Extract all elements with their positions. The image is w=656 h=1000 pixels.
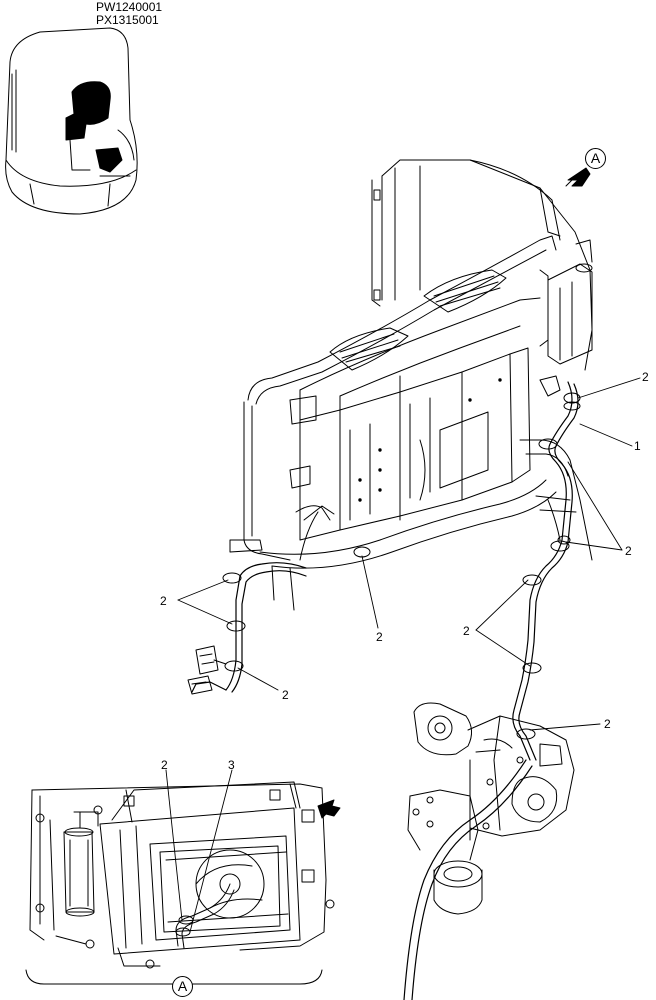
compressor <box>408 703 574 914</box>
drawing-ref-2: PX1315001 <box>96 13 159 27</box>
view-direction-arrow-detail <box>318 800 340 818</box>
receiver-drier <box>540 240 592 364</box>
callout-2: 2 <box>463 624 470 638</box>
callout-2: 2 <box>282 688 289 702</box>
vent-grille <box>330 270 506 370</box>
callout-2: 2 <box>160 594 167 608</box>
callout-2: 2 <box>604 717 611 731</box>
detail-view-a <box>26 782 334 984</box>
callout-2: 2 <box>625 544 632 558</box>
drain-hose <box>192 382 578 1000</box>
detail-view-a-label: A <box>172 976 193 997</box>
air-conditioner-housing <box>230 160 592 610</box>
drawing-ref-1: PW1240001 <box>96 0 163 14</box>
view-a-marker: A <box>585 148 606 169</box>
location-thumbnail <box>6 28 138 214</box>
view-direction-arrow <box>566 168 590 186</box>
hose-clamp <box>223 393 580 739</box>
callout-1: 1 <box>634 439 641 453</box>
leader-lines <box>166 378 640 932</box>
callout-2: 2 <box>376 630 383 644</box>
highlighted-unit <box>66 82 110 140</box>
callout-2: 2 <box>161 758 168 772</box>
callout-3: 3 <box>228 758 235 772</box>
callout-2: 2 <box>642 370 649 384</box>
harness-connector <box>188 646 226 694</box>
